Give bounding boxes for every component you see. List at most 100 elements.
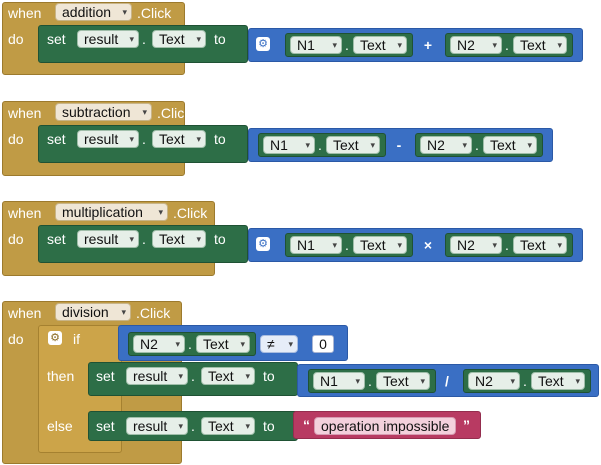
dot-label: . bbox=[142, 231, 146, 247]
component-name: subtraction bbox=[62, 104, 131, 120]
n2-dropdown[interactable]: N2 ▾ bbox=[420, 136, 472, 154]
text-label: Text bbox=[203, 336, 229, 352]
dropdown-arrow-icon: ▾ bbox=[420, 376, 425, 386]
close-quote-label: ” bbox=[463, 417, 470, 433]
text-property-dropdown[interactable]: Text ▾ bbox=[353, 236, 407, 254]
text-label: Text bbox=[360, 237, 386, 253]
mutator-gear-icon[interactable]: ⚙ bbox=[48, 331, 62, 345]
when-label: when bbox=[8, 205, 42, 221]
do-label: do bbox=[8, 231, 24, 247]
n1-dropdown[interactable]: N1 ▾ bbox=[263, 136, 315, 154]
dropdown-arrow-icon: ▾ bbox=[240, 339, 245, 349]
text-label: Text bbox=[520, 37, 546, 53]
operator-minus: - bbox=[396, 137, 402, 153]
result-dropdown[interactable]: result ▾ bbox=[126, 367, 188, 385]
dot-label: . bbox=[188, 336, 192, 352]
when-label: when bbox=[8, 105, 42, 121]
result-label: result bbox=[84, 131, 119, 147]
dot-label: . bbox=[475, 137, 479, 153]
dot-label: . bbox=[368, 373, 372, 389]
text-property-dropdown[interactable]: Text ▾ bbox=[152, 30, 206, 48]
n1-label: N1 bbox=[297, 37, 315, 53]
text-property-dropdown[interactable]: Text ▾ bbox=[353, 36, 407, 54]
zero-number-field[interactable]: 0 bbox=[312, 335, 334, 353]
when-label: when bbox=[8, 5, 42, 21]
dot-label: . bbox=[142, 131, 146, 147]
when-label: when bbox=[8, 305, 42, 321]
dropdown-arrow-icon: ▾ bbox=[121, 307, 126, 317]
set-block-result-text[interactable] bbox=[88, 362, 298, 396]
n1-label: N1 bbox=[297, 237, 315, 253]
text-property-dropdown[interactable]: Text ▾ bbox=[201, 417, 255, 435]
string-value-field[interactable]: operation impossible bbox=[314, 417, 457, 435]
component-name: multiplication bbox=[62, 204, 143, 220]
text-property-dropdown[interactable]: Text ▾ bbox=[483, 136, 537, 154]
dot-label: . bbox=[191, 368, 195, 384]
text-label: Text bbox=[520, 237, 546, 253]
dropdown-arrow-icon: ▾ bbox=[492, 240, 497, 250]
n1-label: N1 bbox=[270, 137, 288, 153]
set-label: set bbox=[47, 131, 66, 147]
n1-dropdown[interactable]: N1 ▾ bbox=[290, 236, 342, 254]
result-label: result bbox=[84, 31, 119, 47]
set-block-result-text[interactable] bbox=[38, 25, 248, 63]
dropdown-arrow-icon: ▾ bbox=[196, 134, 201, 144]
to-label: to bbox=[263, 418, 275, 434]
mutator-gear-icon[interactable]: ⚙ bbox=[256, 37, 270, 51]
text-label: Text bbox=[360, 37, 386, 53]
dropdown-arrow-icon: ▾ bbox=[332, 240, 337, 250]
dropdown-arrow-icon: ▾ bbox=[527, 140, 532, 150]
text-property-dropdown[interactable]: Text ▾ bbox=[376, 372, 430, 390]
n2-label: N2 bbox=[427, 137, 445, 153]
open-quote-label: “ bbox=[303, 417, 310, 433]
component-dropdown-multiplication[interactable]: multiplication ▾ bbox=[55, 203, 168, 221]
component-dropdown-addition[interactable]: addition ▾ bbox=[55, 3, 132, 21]
result-dropdown[interactable]: result ▾ bbox=[126, 417, 188, 435]
component-dropdown-subtraction[interactable]: subtraction ▾ bbox=[55, 103, 152, 121]
dropdown-arrow-icon: ▾ bbox=[397, 240, 402, 250]
dropdown-arrow-icon: ▾ bbox=[122, 7, 127, 17]
dot-label: . bbox=[345, 237, 349, 253]
text-property-dropdown[interactable]: Text ▾ bbox=[152, 130, 206, 148]
text-property-dropdown[interactable]: Text ▾ bbox=[326, 136, 380, 154]
mutator-gear-icon[interactable]: ⚙ bbox=[256, 237, 270, 251]
dropdown-arrow-icon: ▾ bbox=[178, 371, 183, 381]
n2-dropdown[interactable]: N2 ▾ bbox=[450, 36, 502, 54]
dropdown-arrow-icon: ▾ bbox=[462, 140, 467, 150]
n2-dropdown[interactable]: N2 ▾ bbox=[133, 335, 185, 353]
if-label: if bbox=[73, 331, 80, 347]
set-block-result-text[interactable] bbox=[38, 125, 248, 163]
component-name: division bbox=[62, 304, 109, 320]
text-property-dropdown[interactable]: Text ▾ bbox=[513, 36, 567, 54]
dropdown-arrow-icon: ▾ bbox=[355, 376, 360, 386]
result-dropdown[interactable]: result ▾ bbox=[77, 130, 139, 148]
n2-dropdown[interactable]: N2 ▾ bbox=[468, 372, 520, 390]
n2-dropdown[interactable]: N2 ▾ bbox=[450, 236, 502, 254]
text-property-dropdown[interactable]: Text ▾ bbox=[201, 367, 255, 385]
result-dropdown[interactable]: result ▾ bbox=[77, 30, 139, 48]
compare-operator-dropdown[interactable]: ≠ ▾ bbox=[260, 335, 298, 353]
set-label: set bbox=[47, 231, 66, 247]
dot-label: . bbox=[191, 418, 195, 434]
component-dropdown-division[interactable]: division ▾ bbox=[55, 303, 131, 321]
n2-label: N2 bbox=[457, 237, 475, 253]
text-property-dropdown[interactable]: Text ▾ bbox=[196, 335, 250, 353]
n1-dropdown[interactable]: N1 ▾ bbox=[313, 372, 365, 390]
text-property-dropdown[interactable]: Text ▾ bbox=[531, 372, 585, 390]
set-block-result-text[interactable] bbox=[38, 225, 248, 263]
result-dropdown[interactable]: result ▾ bbox=[77, 230, 139, 248]
dropdown-arrow-icon: ▾ bbox=[332, 40, 337, 50]
text-label: Text bbox=[159, 231, 185, 247]
click-label: .Click bbox=[137, 5, 172, 21]
to-label: to bbox=[214, 231, 226, 247]
text-property-dropdown[interactable]: Text ▾ bbox=[152, 230, 206, 248]
dot-label: . bbox=[142, 31, 146, 47]
dropdown-arrow-icon: ▾ bbox=[245, 421, 250, 431]
dropdown-arrow-icon: ▾ bbox=[196, 234, 201, 244]
dropdown-arrow-icon: ▾ bbox=[397, 40, 402, 50]
dropdown-arrow-icon: ▾ bbox=[575, 376, 580, 386]
to-label: to bbox=[214, 31, 226, 47]
text-property-dropdown[interactable]: Text ▾ bbox=[513, 236, 567, 254]
click-label: .Click bbox=[173, 205, 208, 221]
n1-dropdown[interactable]: N1 ▾ bbox=[290, 36, 342, 54]
